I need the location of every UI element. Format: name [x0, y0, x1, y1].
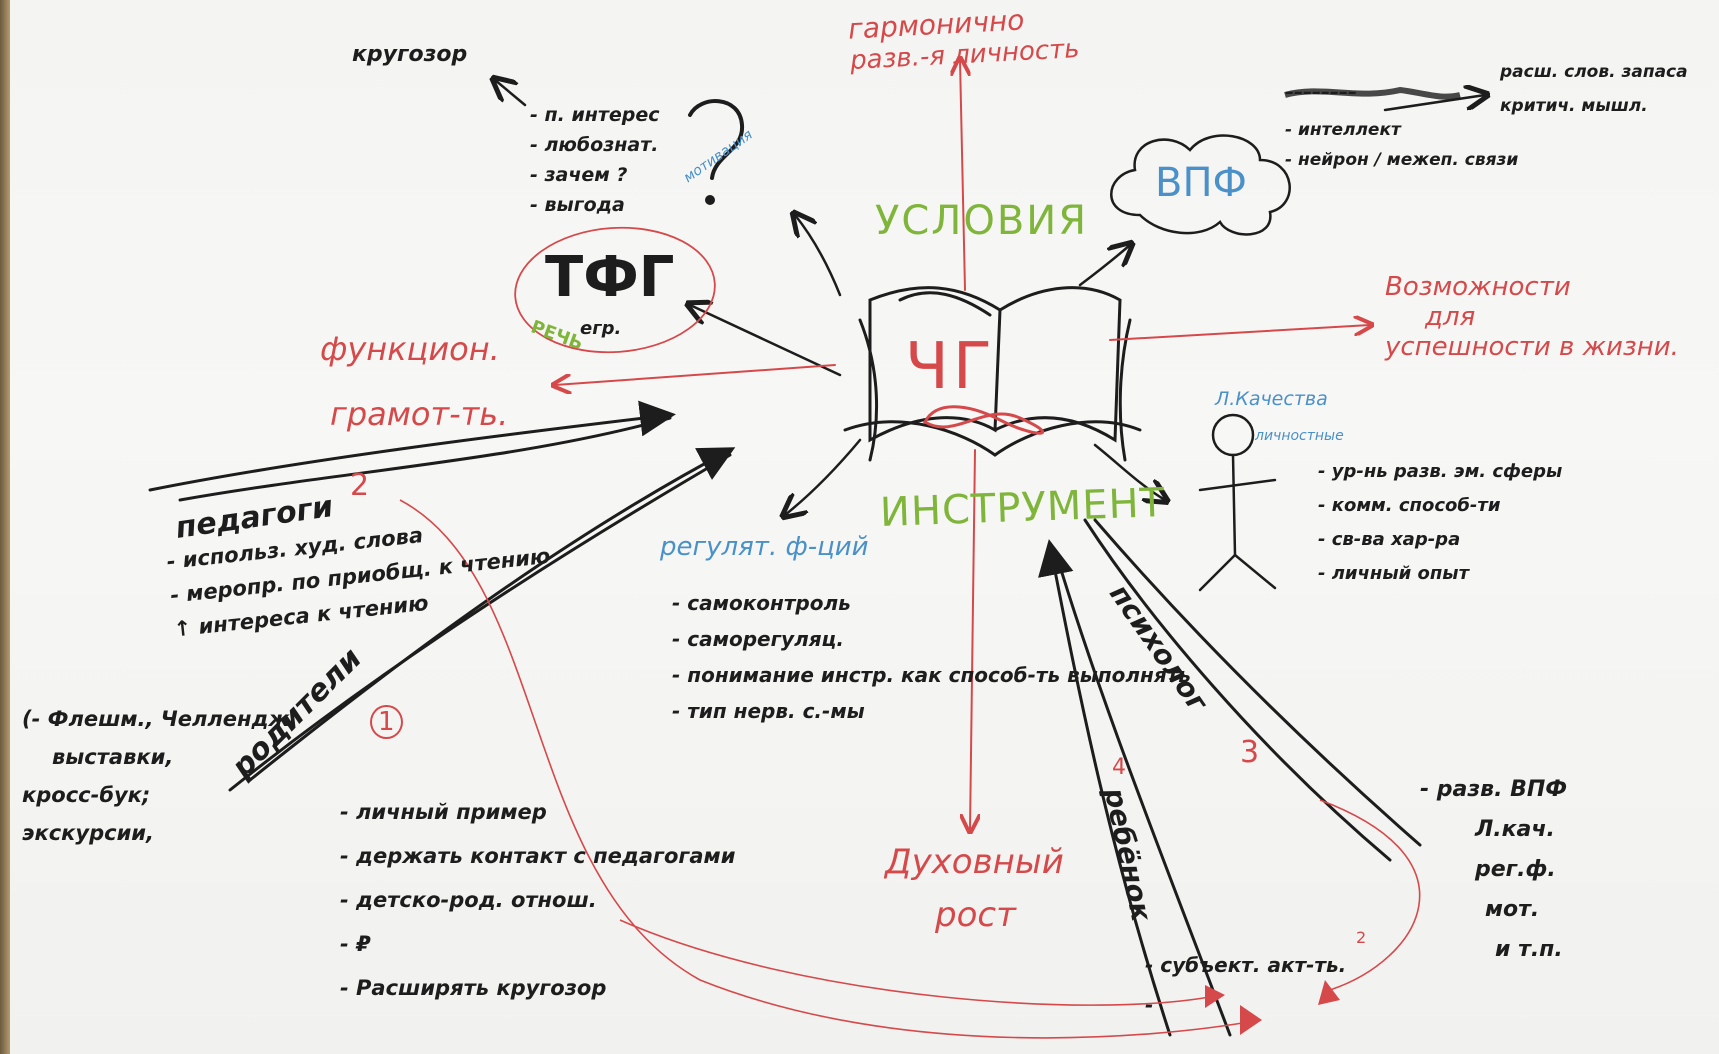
teacher-extra-item: экскурсии,	[22, 821, 154, 845]
psychologist-item: рег.ф.	[1475, 857, 1556, 882]
teacher-extra-item: выставки,	[52, 745, 174, 769]
question-mark-icon	[688, 99, 745, 205]
regulatory-list: - самоконтроль - саморегуляц. - понимани…	[672, 585, 1191, 729]
regulatory-item: - саморегуляц.	[672, 627, 844, 651]
spiritual-line2: рост	[935, 895, 1016, 935]
branch-item: критич. мышл.	[1500, 96, 1648, 116]
functional-line1: функцион.	[320, 330, 500, 368]
branch-item: расш. слов. запаса	[1500, 62, 1688, 82]
regulatory-item: - понимание инстр. как способ-ть выполня…	[672, 663, 1191, 687]
psychologist-number: 3	[1240, 735, 1260, 770]
parent-item: - личный пример	[340, 800, 547, 824]
parent-item: - ₽	[340, 932, 371, 956]
cloud-icon	[1110, 134, 1291, 236]
parent-item: - детско-род. отнош.	[340, 888, 597, 912]
infinity-icon	[923, 405, 1045, 435]
vpf-label: ВПФ	[1155, 160, 1247, 206]
open-book-icon	[843, 286, 1142, 462]
parent-item: - Расширять кругозор	[340, 976, 607, 1000]
regulatory-title: регулят. ф-ций	[660, 532, 869, 562]
opportunities-line: успешности в жизни.	[1385, 332, 1679, 362]
vpf-items: - интеллект - нейрон / межеп. связи	[1285, 115, 1518, 175]
trait-item: - личный опыт	[1318, 563, 1469, 584]
vpf-item: - нейрон / межеп. связи	[1285, 150, 1519, 170]
psychologist-list: - разв. ВПФ Л.кач. рег.ф. мот. и т.п.	[1420, 770, 1567, 970]
qualities-line1: Л.Качества	[1215, 388, 1328, 410]
vpf-item: - интеллект	[1285, 120, 1401, 140]
regulatory-item: - тип нерв. с.-мы	[672, 699, 865, 723]
conditions-label: УСЛОВИЯ	[875, 198, 1089, 244]
child-superscript: 2	[1356, 928, 1367, 947]
spiritual-line1: Духовный	[885, 842, 1064, 882]
teacher-extra-item: кросс-бук;	[22, 783, 151, 807]
regulatory-item: - самоконтроль	[672, 591, 851, 615]
functional-line2: грамот-ть.	[330, 395, 509, 433]
motivation-oval	[514, 226, 716, 354]
child-item: - субъект. акт-ть.	[1145, 953, 1347, 977]
egr-label: егр.	[580, 318, 622, 339]
motivation-item: - любознат.	[530, 134, 659, 156]
motivation-item: - выгода	[530, 194, 625, 216]
opportunities-line: Возможности	[1385, 272, 1571, 302]
teachers-extra: (- Флешм., Челлендж. выставки, кросс-бук…	[22, 700, 297, 852]
teachers-number: 2	[350, 468, 370, 503]
parent-item: - держать контакт с педагогами	[340, 844, 736, 868]
traits-list: - ур-нь разв. эм. сферы - комм. способ-т…	[1318, 455, 1562, 591]
motivation-item: - п. интерес	[530, 104, 660, 126]
psychologist-item: мот.	[1485, 897, 1540, 922]
stick-figure-icon	[1198, 413, 1277, 592]
motivation-item: - зачем ?	[530, 164, 628, 186]
parents-list: - личный пример - держать контакт с педа…	[340, 790, 735, 1010]
motivation-list: - п. интерес - любознат. - зачем ? - выг…	[530, 100, 660, 220]
psychologist-item: и т.п.	[1495, 937, 1563, 962]
tfg-label: ТФГ	[545, 245, 675, 310]
trait-item: - комм. способ-ти	[1318, 495, 1501, 516]
child-mark: 4	[1112, 755, 1126, 780]
teacher-extra-item: (- Флешм., Челлендж.	[22, 707, 298, 731]
board-edge	[0, 0, 10, 1054]
psychologist-item: Л.кач.	[1475, 817, 1555, 842]
child-item: -	[1145, 993, 1154, 1017]
crossed-out-text: ––––––––	[1285, 82, 1357, 103]
trait-item: - ур-нь разв. эм. сферы	[1318, 461, 1563, 482]
opportunities-text: Возможности для успешности в жизни.	[1385, 272, 1679, 362]
center-label: ЧГ	[905, 330, 996, 404]
psychologist-item: - разв. ВПФ	[1420, 777, 1568, 802]
opportunities-line: для	[1425, 302, 1476, 332]
trait-item: - св-ва хар-ра	[1318, 529, 1461, 550]
parents-number: 1	[370, 705, 403, 739]
horizon-label: кругозор	[352, 42, 468, 67]
vpf-branch: расш. слов. запаса критич. мышл.	[1500, 55, 1688, 123]
child-list: - субъект. акт-ть. -	[1145, 945, 1346, 1025]
qualities-line2: личностные	[1255, 428, 1344, 444]
